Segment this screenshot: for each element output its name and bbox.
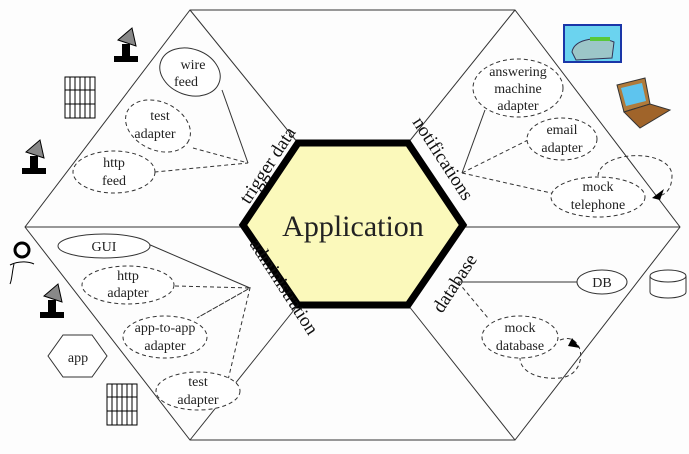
adapter-label: mock [504,321,535,336]
adapter-label: answering [489,65,547,80]
adapter-label: app-to-app [135,321,196,336]
adapter-label: test [150,109,170,124]
laptop-icon [616,77,672,129]
telephone-icon [563,24,622,63]
adapter-test-top[interactable]: test adapter [117,90,199,162]
adapter-wire-feed[interactable]: wire feed [153,40,227,104]
satellite-dish-icon [40,283,64,318]
adapter-mock-telephone[interactable]: mock telephone [550,176,646,218]
adapter-http[interactable]: http adapter [81,265,175,305]
adapter-db[interactable]: DB [576,269,628,295]
external-app[interactable]: app [47,334,108,378]
user-icon [9,241,35,285]
adapter-label: test [188,375,208,390]
adapter-label: adapter [107,286,149,301]
adapter-email[interactable]: email adapter [526,117,598,161]
adapter-label: adapter [177,393,219,408]
punch-card-icon [106,383,138,426]
application-hexagon[interactable] [238,139,468,309]
adapter-label: DB [592,276,611,291]
database-cylinder-icon [649,269,687,299]
adapter-label: database [496,339,544,354]
adapter-label: feed [174,75,198,90]
adapter-label: wire [181,58,206,73]
adapter-app-to-app[interactable]: app-to-app adapter [122,315,208,359]
adapter-gui[interactable]: GUI [57,233,151,259]
adapter-label: adapter [497,99,539,114]
adapter-label: machine [494,82,541,97]
external-app-label: app [68,351,88,366]
satellite-dish-icon [22,139,46,174]
adapter-label: adapter [134,127,176,142]
connectors [147,89,673,381]
adapter-label: feed [102,174,126,189]
satellite-dish-icon [114,27,138,62]
adapter-test-bottom[interactable]: test adapter [155,371,241,411]
adapter-label: adapter [541,141,583,156]
adapter-label: email [546,123,577,138]
adapter-label: GUI [92,240,117,255]
adapter-label: adapter [144,339,186,354]
adapter-label: http [103,156,125,171]
adapter-label: mock [582,180,613,195]
application-title: Application [282,210,424,243]
adapter-mock-database[interactable]: mock database [481,315,559,359]
adapter-label: http [117,269,139,284]
adapter-http-feed[interactable]: http feed [72,150,156,194]
adapter-answering-machine[interactable]: answering machine adapter [472,58,564,118]
spokes [25,9,680,441]
adapter-label: telephone [571,198,625,213]
punch-card-icon [64,76,96,119]
